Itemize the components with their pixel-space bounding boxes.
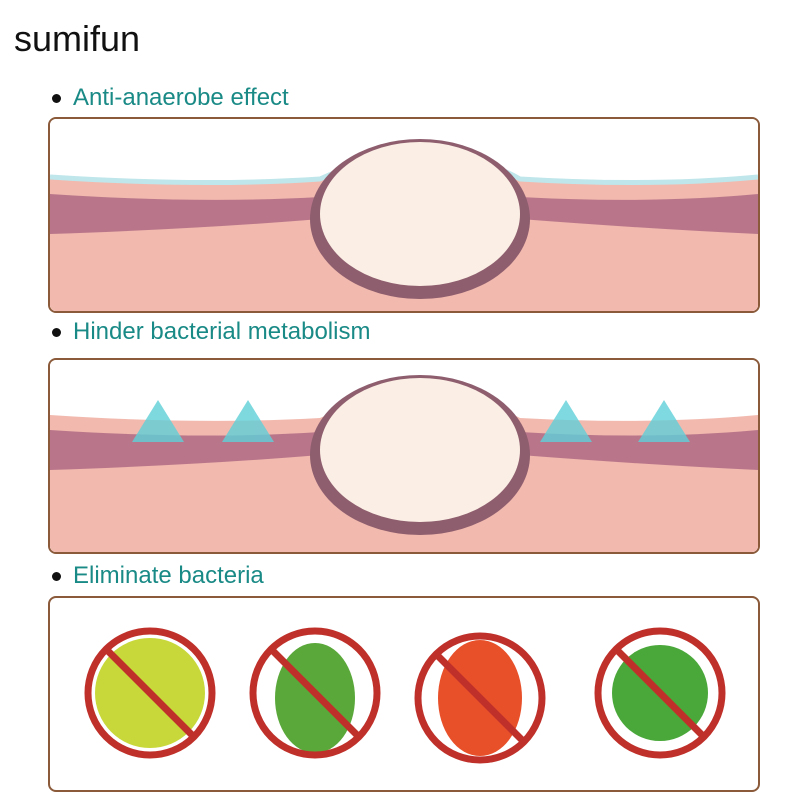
- bullet-icon: [52, 93, 61, 103]
- section-heading-3: Eliminate bacteria: [52, 562, 264, 590]
- bullet-icon: [52, 571, 61, 581]
- section-heading-1: Anti-anaerobe effect: [52, 84, 289, 112]
- bullet-icon: [52, 327, 61, 337]
- heading-text: Anti-anaerobe effect: [73, 84, 289, 111]
- no-bacteria-icon-1: [84, 627, 216, 759]
- heading-text: Hinder bacterial metabolism: [73, 318, 371, 345]
- skin-diagram-anaerobe: [48, 117, 760, 313]
- brand-logo: sumifun: [14, 18, 141, 59]
- heading-text: Eliminate bacteria: [73, 562, 264, 589]
- no-bacteria-icon-2: [249, 627, 381, 759]
- no-bacteria-icon-3: [414, 632, 546, 764]
- bacteria-panel: [48, 596, 760, 792]
- section-heading-2: Hinder bacterial metabolism: [52, 318, 370, 346]
- skin-diagram-metabolism: [48, 358, 760, 554]
- no-bacteria-icon-4: [594, 627, 726, 759]
